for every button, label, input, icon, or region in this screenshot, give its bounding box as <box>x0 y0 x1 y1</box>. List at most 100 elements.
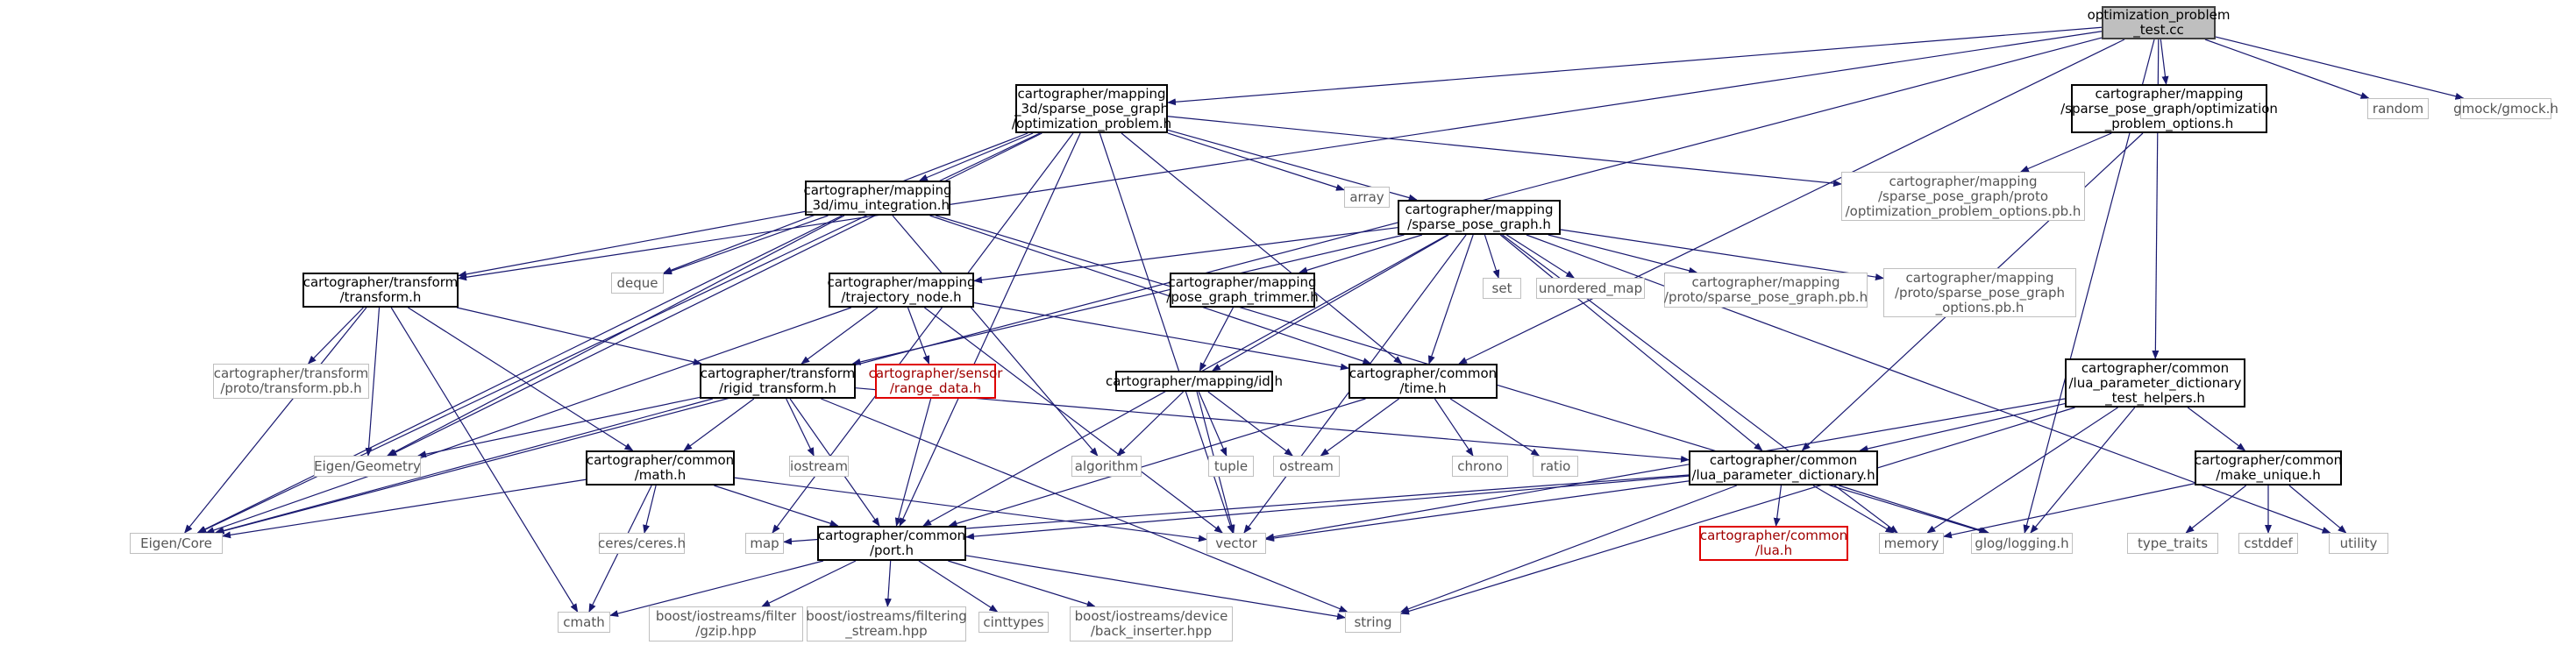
node-opt3d[interactable]: cartographer/mapping_3d/sparse_pose_grap… <box>1012 84 1171 133</box>
edge-trajnode-to-range <box>907 307 930 365</box>
edge-luahelpers-to-memory <box>1926 407 2118 534</box>
node-eigencore: Eigen/Core <box>130 533 223 554</box>
edge-timeh-to-ratio <box>1449 398 1541 457</box>
node-spg[interactable]: cartographer/mapping/sparse_pose_graph.h <box>1398 200 1561 235</box>
edge-imu-to-transform <box>458 210 806 278</box>
edge-luadict-to-luah <box>1773 485 1783 527</box>
node-luah[interactable]: cartographer/common/lua.h <box>1699 526 1848 561</box>
node-spgpb: cartographer/mapping/proto/sparse_pose_g… <box>1664 273 1868 308</box>
node-ostream: ostream <box>1273 456 1340 477</box>
edge-spg-to-trimmer <box>1299 234 1423 274</box>
node-typetraits: type_traits <box>2127 533 2218 554</box>
node-array: array <box>1344 187 1390 208</box>
node-tfpb: cartographer/transform/proto/transform.p… <box>213 364 369 399</box>
node-luahelpers[interactable]: cartographer/common/lua_parameter_dictio… <box>2065 358 2245 408</box>
edge-luadict-to-porth <box>965 475 1690 541</box>
edge-transform-to-mathh <box>408 307 634 451</box>
node-set: set <box>1483 278 1521 299</box>
edge-root-to-random <box>2204 39 2370 99</box>
node-transform[interactable]: cartographer/transform/transform.h <box>302 273 459 308</box>
node-filtstream: boost/iostreams/filtering_stream.hpp <box>806 606 967 641</box>
node-trimmer[interactable]: cartographer/mapping/pose_graph_trimmer.… <box>1166 273 1319 308</box>
edge-rigid-to-luadict <box>855 387 1690 463</box>
edge-transform-to-tfpb <box>307 307 364 365</box>
edge-idh-to-ostream <box>1207 391 1293 457</box>
edge-rigid-to-string <box>821 398 1348 613</box>
edge-root-to-opt3d <box>1167 26 2103 106</box>
edge-luahelpers-to-luadict <box>1859 402 2066 452</box>
node-makeunique[interactable]: cartographer/common/make_unique.h <box>2195 450 2342 486</box>
edge-trajnode-to-eigencore <box>205 307 851 534</box>
node-optopts[interactable]: cartographer/mapping/sparse_pose_graph/o… <box>2060 84 2278 133</box>
edge-luadict-to-vector <box>1265 480 1690 542</box>
edge-rigid-to-eigencore <box>214 398 713 535</box>
edge-makeunique-to-memory <box>1943 483 2195 539</box>
edge-trajnode-to-vector <box>924 307 1223 534</box>
node-memory: memory <box>1879 533 1944 554</box>
edge-luadict-to-string <box>1399 485 1738 613</box>
edge-transform-to-eigencore <box>184 307 367 534</box>
node-cstddef: cstddef <box>2238 533 2298 554</box>
edge-timeh-to-chrono <box>1434 398 1474 457</box>
node-timeh[interactable]: cartographer/common/time.h <box>1348 364 1498 399</box>
edge-opt3d-to-optpb <box>1167 116 1842 188</box>
node-backins: boost/iostreams/device/back_inserter.hpp <box>1070 606 1233 641</box>
edge-spg-to-spgpb <box>1548 234 1698 274</box>
edge-spg-to-spgoptpb <box>1560 229 1884 281</box>
node-random: random <box>2367 98 2429 119</box>
node-mathh[interactable]: cartographer/common/math.h <box>586 450 735 486</box>
edge-trajnode-to-timeh <box>973 301 1349 371</box>
edge-luahelpers-to-makeunique <box>2187 407 2246 451</box>
edge-mathh-to-porth <box>714 485 839 528</box>
node-string: string <box>1345 612 1401 633</box>
node-algorithm: algorithm <box>1071 456 1142 477</box>
edge-imu-to-algorithm <box>892 215 1099 457</box>
node-spgoptpb: cartographer/mapping/proto/sparse_pose_g… <box>1883 268 2076 317</box>
edge-imu-to-deque <box>663 215 829 275</box>
edge-idh-to-algorithm <box>1116 391 1185 457</box>
edge-luahelpers-to-string <box>1400 407 2075 615</box>
edge-porth-to-filtstream <box>884 560 892 607</box>
node-range[interactable]: cartographer/sensor/range_data.h <box>869 364 1002 399</box>
node-gmock: gmock/gmock.h <box>2453 98 2558 119</box>
node-cinttypes: cinttypes <box>978 612 1049 633</box>
node-imu[interactable]: cartographer/mapping_3d/imu_integration.… <box>803 181 952 216</box>
edge-spg-to-umap <box>1506 234 1576 279</box>
edge-porth-to-backins <box>948 560 1096 608</box>
edge-luadict-to-glog <box>1839 485 1990 535</box>
edge-root-to-transform <box>458 31 2103 281</box>
node-optpb: cartographer/mapping/sparse_pose_graph/p… <box>1841 172 2085 221</box>
edge-spg-to-timeh <box>1427 234 1474 365</box>
edge-imu-to-eigencore <box>196 215 843 534</box>
edge-opt3d-to-timeh <box>1121 132 1403 365</box>
edge-root-to-gmock <box>2215 36 2465 100</box>
edge-transform-to-rigid <box>456 307 702 365</box>
node-tuple: tuple <box>1208 456 1254 477</box>
edge-spg-to-set <box>1484 234 1500 279</box>
node-idh[interactable]: cartographer/mapping/id.h <box>1106 371 1283 392</box>
edge-trajnode-to-rigid <box>801 307 879 365</box>
edge-makeunique-to-utility <box>2288 485 2347 534</box>
node-cmath: cmath <box>558 612 610 633</box>
edge-porth-to-cinttypes <box>918 560 999 613</box>
edge-makeunique-to-typetraits <box>2185 485 2247 534</box>
edge-spg-to-trajnode <box>973 227 1398 284</box>
edge-rigid-to-eigengeo <box>416 396 701 458</box>
edge-mathh-to-ceres <box>643 485 657 534</box>
edge-rigid-to-mathh <box>683 398 755 451</box>
node-porth[interactable]: cartographer/common/port.h <box>817 526 966 561</box>
node-rigid[interactable]: cartographer/transform/rigid_transform.h <box>700 364 856 399</box>
edge-transform-to-cmath <box>390 307 579 613</box>
node-trajnode[interactable]: cartographer/mapping/trajectory_node.h <box>827 273 976 308</box>
edge-trimmer-to-idh <box>1199 307 1234 372</box>
edge-luahelpers-to-vector <box>1265 398 2066 541</box>
node-deque: deque <box>611 273 664 294</box>
node-umap: unordered_map <box>1536 278 1645 299</box>
edge-rigid-to-iostream <box>786 398 815 457</box>
edge-porth-to-cmath <box>609 560 824 617</box>
edge-optopts-to-optpb <box>2019 132 2112 173</box>
node-chrono: chrono <box>1452 456 1508 477</box>
node-utility: utility <box>2329 533 2388 554</box>
node-luadict[interactable]: cartographer/common/lua_parameter_dictio… <box>1689 450 1878 486</box>
